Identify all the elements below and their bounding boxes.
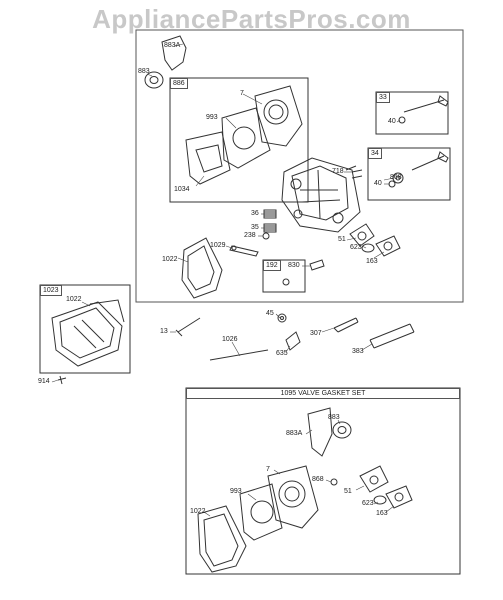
callout-45: 45: [266, 310, 274, 317]
plate-623-set: [374, 496, 386, 504]
bolt-13: [178, 318, 200, 332]
callout-238: 238: [244, 232, 256, 239]
callout-1022-set: 1022: [190, 508, 206, 515]
callout-635: 635: [276, 350, 288, 357]
gasket-51-set: [360, 466, 388, 492]
gasket-51-top: [350, 224, 374, 246]
dipstick-1026: [210, 350, 268, 360]
callout-51-set: 51: [344, 488, 352, 495]
callout-883a-set: 883A: [286, 430, 303, 437]
assembly-tag-192: 192: [263, 260, 281, 271]
plate-623-top: [362, 244, 374, 252]
part-383: [370, 324, 414, 348]
box-192: [263, 260, 305, 292]
bracket-883a-top: [162, 36, 186, 70]
callout-7-top: 7: [240, 90, 244, 97]
callout-1029: 1029: [210, 242, 226, 249]
screw-914: [58, 376, 66, 384]
gasket-1022-set: [198, 506, 246, 572]
gasket-1022-cover: [90, 300, 124, 322]
callout-868-set: 868: [312, 476, 324, 483]
gasket-163-top: [376, 236, 400, 256]
callout-40-b: 40: [374, 180, 382, 187]
gasket-163-set: [386, 486, 412, 508]
callout-35: 35: [251, 224, 259, 231]
rocker-1029: [230, 246, 258, 256]
valve-33: [404, 100, 444, 112]
callout-914: 914: [38, 378, 50, 385]
part-45: [278, 314, 286, 322]
watermark: AppliancePartsPros.com: [92, 4, 411, 34]
seal-883-top: [145, 72, 163, 88]
callout-383: 383: [352, 348, 364, 355]
callout-993-top: 993: [206, 114, 218, 121]
bracket-883a-set: [308, 408, 332, 456]
callout-51-top: 51: [338, 236, 346, 243]
callout-163-set: 163: [376, 510, 388, 517]
gasket-1022-top: [182, 238, 222, 298]
main-assembly-frame: [136, 30, 463, 302]
gasket-1034: [186, 132, 230, 184]
box-886: [170, 78, 308, 202]
callout-36: 36: [251, 210, 259, 217]
plate-993-set: [240, 484, 282, 540]
valve-cover-1023: [52, 302, 122, 366]
box-34: [368, 148, 450, 200]
part-868-set: [331, 479, 337, 485]
callout-868-top: 868: [390, 174, 402, 181]
box-33: [376, 92, 448, 134]
assembly-tag-34: 34: [368, 148, 382, 159]
leader-lines: [52, 44, 400, 516]
callout-1022-cover: 1022: [66, 296, 82, 303]
callout-830: 830: [288, 262, 300, 269]
callout-1034: 1034: [174, 186, 190, 193]
breather-830: [310, 260, 324, 270]
callout-7-set: 7: [266, 466, 270, 473]
box-1023: [40, 285, 130, 373]
assembly-tag-33: 33: [376, 92, 390, 103]
callout-993-set: 993: [230, 488, 242, 495]
pin-718: [352, 170, 362, 172]
callout-883a-top: 883A: [164, 42, 181, 49]
gasket-set-title: 1095 VALVE GASKET SET: [186, 388, 460, 399]
plate-993-top: [222, 108, 270, 168]
callout-13: 13: [160, 328, 168, 335]
gasket-7-set: [268, 466, 318, 528]
callout-883-set: 883: [328, 414, 340, 421]
callout-307: 307: [310, 330, 322, 337]
tube-635: [286, 332, 300, 350]
part-238: [263, 233, 269, 239]
callout-1026: 1026: [222, 336, 238, 343]
assembly-tag-886: 886: [170, 78, 188, 89]
assembly-tag-1023: 1023: [40, 285, 62, 296]
callout-623-set: 623: [362, 500, 374, 507]
callout-883-top: 883: [138, 68, 150, 75]
seal-883-set: [333, 422, 351, 438]
callout-1022-top: 1022: [162, 256, 178, 263]
callout-163-top: 163: [366, 258, 378, 265]
callout-718: 718: [332, 168, 344, 175]
spark-plug-307: [334, 318, 358, 332]
callout-40-a: 40: [388, 118, 396, 125]
gasket-7-top: [255, 86, 302, 146]
callout-623-top: 623: [350, 244, 362, 251]
cylinder-head: [282, 158, 360, 232]
